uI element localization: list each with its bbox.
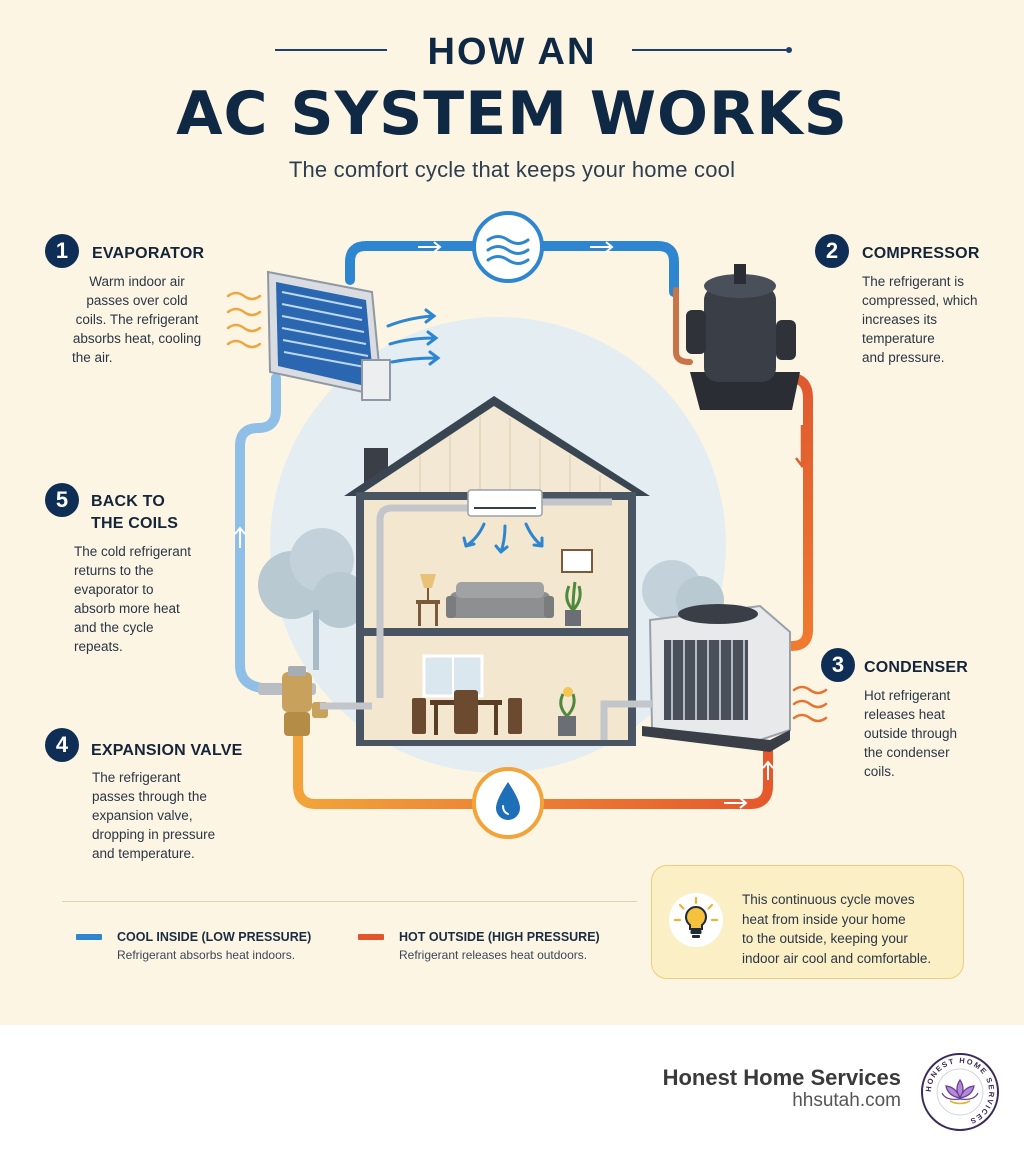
cycle-note-box: This continuous cycle moves heat from in… xyxy=(651,865,964,979)
step-1-title: EVAPORATOR xyxy=(92,245,205,262)
hot-line-right xyxy=(785,373,813,651)
evaporator-unit xyxy=(266,270,391,401)
legend-swatch-cool xyxy=(76,934,102,940)
legend-title-hot: HOT OUTSIDE (HIGH PRESSURE) xyxy=(399,930,600,944)
legend-desc-hot: Refrigerant releases heat outdoors. xyxy=(399,948,588,962)
flow-arrows xyxy=(234,241,774,809)
warm-air-waves xyxy=(226,291,262,349)
title-rule-dot-right xyxy=(786,47,792,53)
title-line-2: AC SYSTEM WORKS xyxy=(176,79,848,149)
step-2-badge: 2 xyxy=(815,234,849,268)
step-1-badge: 1 xyxy=(45,234,79,268)
title-line-1: HOW AN xyxy=(427,31,597,73)
brand-name: Honest Home Services xyxy=(662,1065,901,1090)
expansion-valve xyxy=(258,666,328,736)
step-4-description: The refrigerant passes through the expan… xyxy=(92,770,216,861)
heat-release-waves xyxy=(792,685,828,723)
legend-title-cool: COOL INSIDE (LOW PRESSURE) xyxy=(117,930,312,944)
legend-desc-cool: Refrigerant absorbs heat indoors. xyxy=(117,948,296,962)
infographic-poster: HOW AN AC SYSTEM WORKS The comfort cycle… xyxy=(0,0,1024,1025)
air-wave-icon xyxy=(472,211,544,283)
lotus-icon xyxy=(941,1078,979,1101)
step-3-badge: 3 xyxy=(821,648,855,682)
water-drop-icon xyxy=(472,767,544,839)
subtitle: The comfort cycle that keeps your home c… xyxy=(288,157,736,182)
flow-arrow-down-right xyxy=(795,425,809,469)
brand-url[interactable]: hhsutah.com xyxy=(792,1090,901,1111)
ac-cycle-illustration xyxy=(226,211,828,839)
brand-footer: Honest Home Services hhsutah.com HONEST … xyxy=(0,1025,1024,1154)
step-4-title: EXPANSION VALVE xyxy=(91,742,243,759)
lightbulb-icon xyxy=(669,893,723,947)
house-cutaway xyxy=(320,396,652,746)
step-5-badge: 5 xyxy=(45,483,79,517)
compressor-unit xyxy=(686,264,800,410)
step-3-title: CONDENSER xyxy=(864,659,969,676)
title-rule-left xyxy=(275,49,387,51)
step-5-title: BACK TO THE COILS xyxy=(91,493,179,532)
cool-line-left xyxy=(235,373,281,693)
step-1-description: Warm indoor air passes over cold coils. … xyxy=(72,274,202,365)
title-rule-right xyxy=(632,49,788,51)
tree-left xyxy=(258,528,368,670)
brand-logo: HONEST HOME SERVICES xyxy=(921,1053,999,1131)
cycle-note-text: This continuous cycle moves heat from in… xyxy=(742,892,932,966)
step-2-title: COMPRESSOR xyxy=(862,245,980,262)
cool-air-arrows xyxy=(386,308,441,366)
step-5-description: The cold refrigerant returns to the evap… xyxy=(74,544,192,654)
legend-swatch-hot xyxy=(358,934,384,940)
step-3-description: Hot refrigerant releases heat outside th… xyxy=(864,688,958,779)
copper-pipe-compressor xyxy=(673,287,693,365)
condenser-unit xyxy=(642,604,791,752)
legend-divider xyxy=(62,901,637,902)
step-4-badge: 4 xyxy=(45,728,79,762)
step-2-description: The refrigerant is compressed, which inc… xyxy=(862,274,978,365)
